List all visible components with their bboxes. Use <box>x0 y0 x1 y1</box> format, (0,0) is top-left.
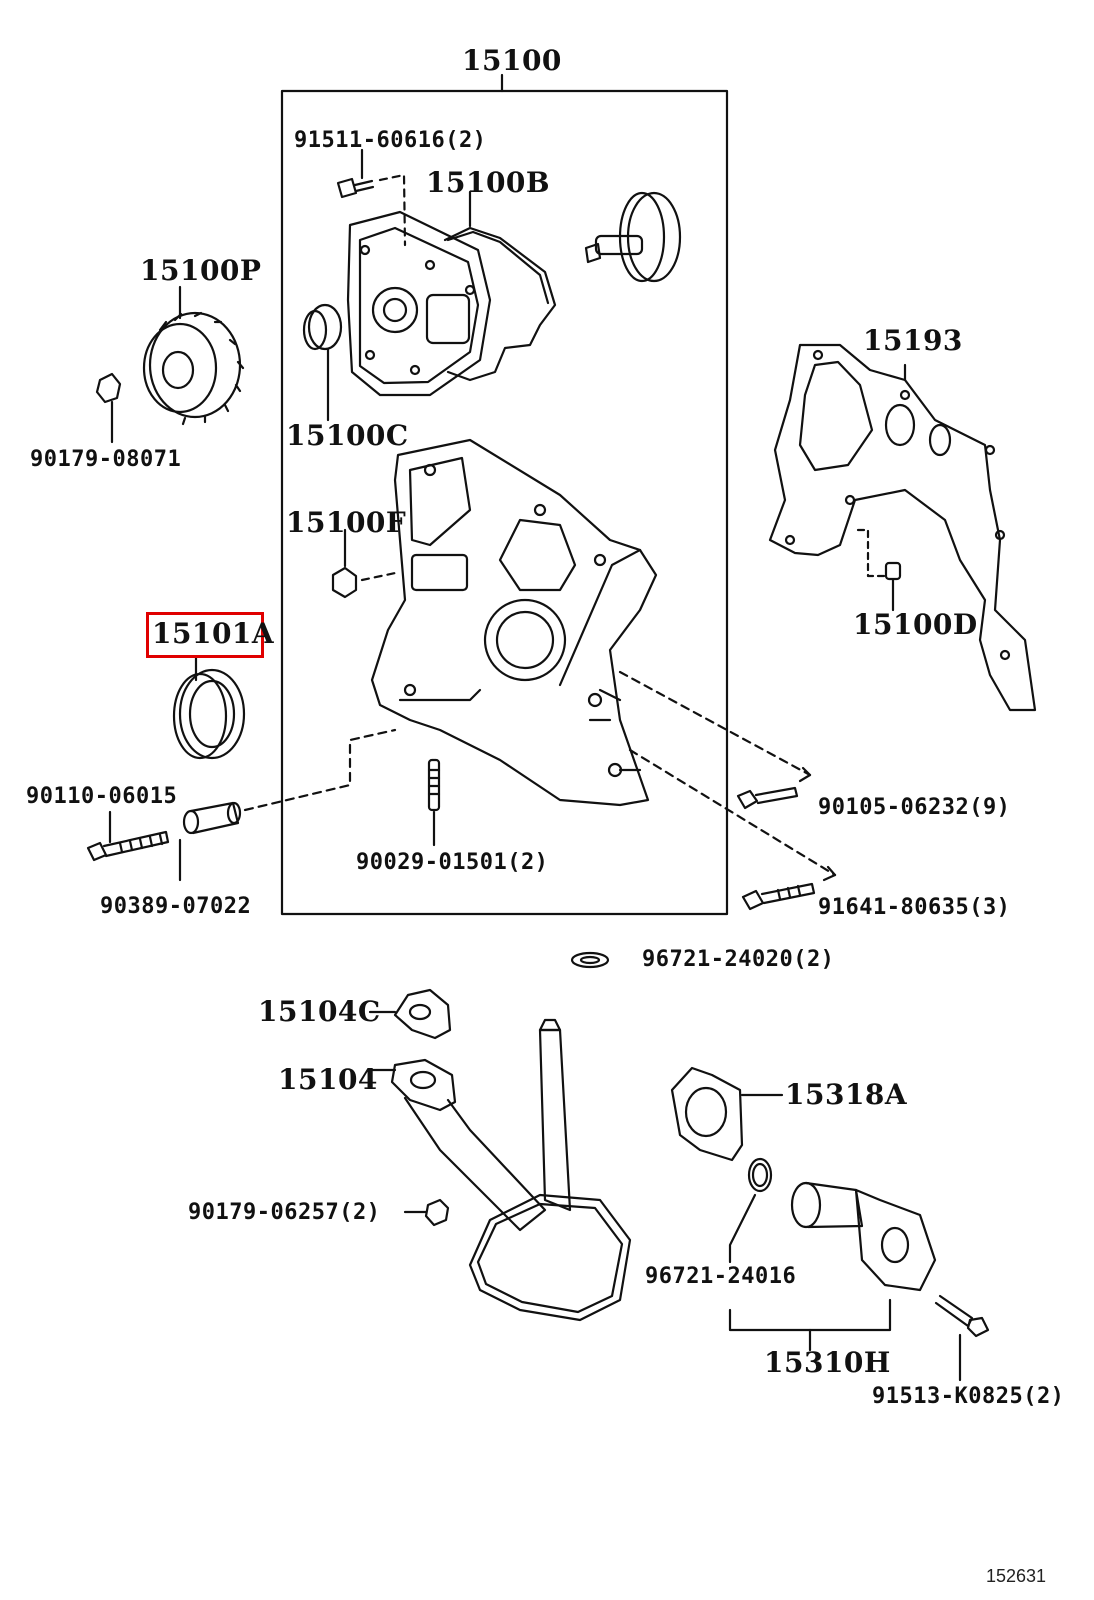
label-15104[interactable]: 15104 <box>278 1063 378 1096</box>
label-15193[interactable]: 15193 <box>863 324 963 357</box>
group-box-15100 <box>280 89 729 916</box>
stud-90029 <box>427 758 441 847</box>
label-90029-01501[interactable]: 90029-01501(2) <box>356 850 549 875</box>
sleeve-90389 <box>178 728 397 882</box>
label-15318A[interactable]: 15318A <box>785 1078 908 1111</box>
label-91511-60616[interactable]: 91511-60616(2) <box>294 128 487 153</box>
label-15100P[interactable]: 15100P <box>140 254 262 287</box>
label-15100[interactable]: 15100 <box>462 44 562 77</box>
label-15100D[interactable]: 15100D <box>853 608 978 641</box>
pin-15100D <box>856 528 902 612</box>
bolt-90105 <box>618 670 812 810</box>
label-15100C[interactable]: 15100C <box>286 419 409 452</box>
bolt-91641 <box>628 748 837 911</box>
rotor-gear <box>584 191 682 283</box>
gasket-15193 <box>768 343 1037 712</box>
nut-90179-06257 <box>403 1198 450 1227</box>
label-15104C[interactable]: 15104C <box>258 995 381 1028</box>
label-15100F[interactable]: 15100F <box>286 506 407 539</box>
oil-strainer-15104 <box>368 1018 632 1322</box>
seal-15100C <box>302 303 343 422</box>
label-96721-24016[interactable]: 96721-24016 <box>645 1264 797 1289</box>
seal-15101A <box>172 656 246 760</box>
label-15100B[interactable]: 15100B <box>426 166 551 199</box>
label-15310H[interactable]: 15310H <box>764 1346 891 1379</box>
label-90389-07022[interactable]: 90389-07022 <box>100 894 252 919</box>
relief-valve-15310H <box>728 1181 937 1352</box>
timing-pulley-15100P <box>142 285 245 426</box>
gasket-15100B <box>443 226 557 382</box>
label-90179-08071[interactable]: 90179-08071 <box>30 447 182 472</box>
label-91513-K0825[interactable]: 91513-K0825(2) <box>872 1384 1065 1409</box>
nut-90179-08071 <box>95 372 122 444</box>
gasket-15318A <box>670 1066 784 1162</box>
label-90179-06257[interactable]: 90179-06257(2) <box>188 1200 381 1225</box>
washer-96721-24020 <box>570 951 610 969</box>
label-96721-24020[interactable]: 96721-24020(2) <box>642 947 835 972</box>
bolt-90110 <box>86 810 170 862</box>
bolt-91513 <box>934 1294 990 1382</box>
oil-pump-body <box>370 438 658 807</box>
label-91641-80635[interactable]: 91641-80635(3) <box>818 895 1011 920</box>
label-90110-06015[interactable]: 90110-06015 <box>26 784 178 809</box>
bolt-91511 <box>336 148 407 247</box>
oil-pump-cover <box>346 210 492 397</box>
plug-15100F <box>331 528 402 599</box>
label-15101A[interactable]: 15101A <box>152 617 275 650</box>
figure-number: 152631 <box>986 1566 1047 1586</box>
o-ring-96721-24016 <box>728 1157 773 1264</box>
label-90105-06232[interactable]: 90105-06232(9) <box>818 795 1011 820</box>
gasket-15104C <box>368 988 452 1040</box>
highlight-box-15101A <box>146 612 264 658</box>
